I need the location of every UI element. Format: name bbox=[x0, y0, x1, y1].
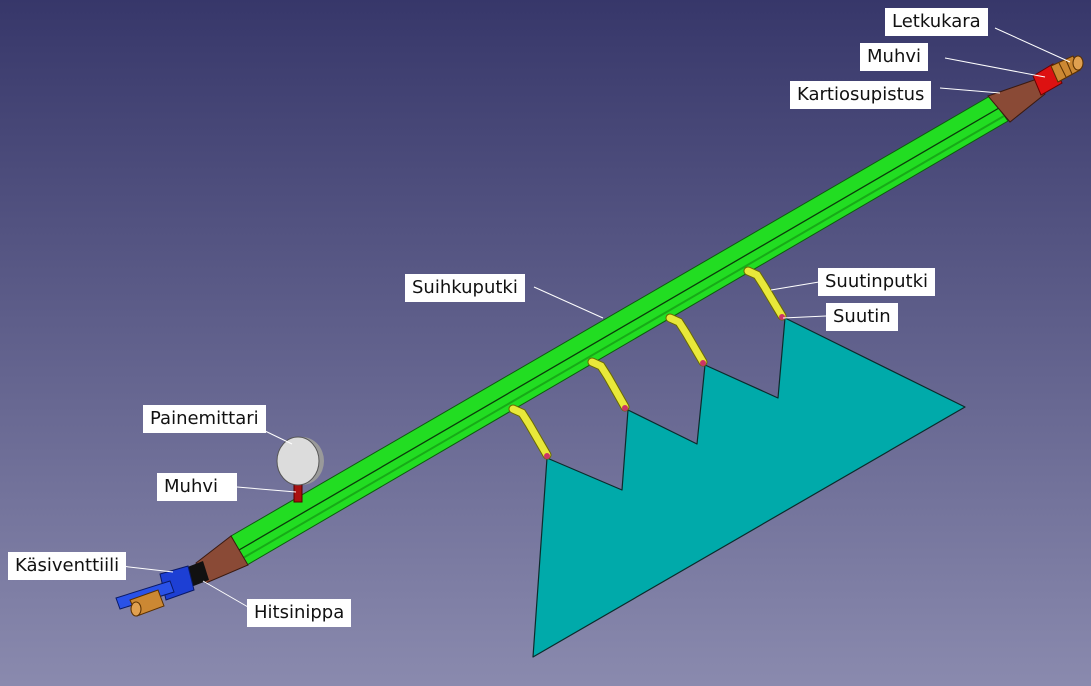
label-muhvi-bottom: Muhvi bbox=[157, 473, 237, 501]
label-painemittari: Painemittari bbox=[143, 405, 266, 433]
label-suihkuputki: Suihkuputki bbox=[405, 274, 525, 302]
label-suutin: Suutin bbox=[826, 303, 898, 331]
label-kasiventtiili: Käsiventtiili bbox=[8, 552, 127, 580]
hose-barb-icon bbox=[1050, 55, 1084, 83]
label-letkukara: Letkukara bbox=[885, 8, 988, 36]
pressure-gauge-icon bbox=[276, 436, 324, 503]
spray-pattern bbox=[532, 317, 966, 658]
label-kartiosupistus: Kartiosupistus bbox=[790, 81, 932, 109]
spray-pipe bbox=[230, 95, 1009, 566]
label-suutinputki: Suutinputki bbox=[818, 268, 936, 296]
nozzle-icon bbox=[508, 266, 787, 460]
label-muhvi-top: Muhvi bbox=[860, 43, 928, 71]
label-hitsinippa: Hitsinippa bbox=[247, 599, 352, 627]
hose-barb-bottom bbox=[129, 589, 165, 617]
leader-lines bbox=[120, 27, 1071, 608]
cone-reducer-top bbox=[987, 78, 1046, 123]
